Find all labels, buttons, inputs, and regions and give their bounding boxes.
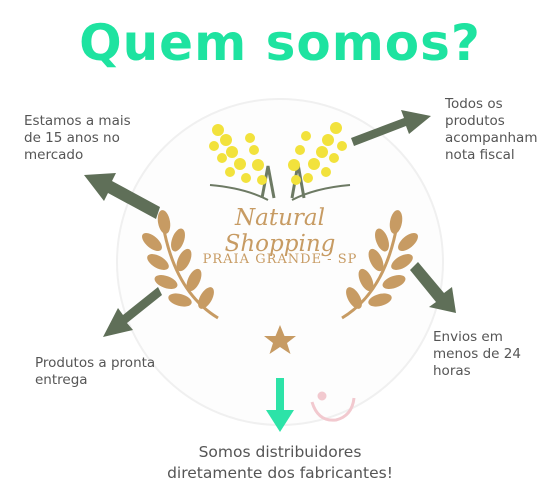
watermark-icon	[310, 391, 356, 422]
arrow-bottom-left-icon	[103, 287, 162, 337]
arrow-down-icon	[266, 378, 294, 432]
brand-location: PRAIA GRANDE - SP	[202, 252, 358, 267]
brand-name: Natural Shopping	[224, 205, 336, 257]
wheat-left-icon	[142, 210, 219, 320]
note-top-right: Todos os produtos acompanham nota fiscal	[445, 96, 538, 163]
note-top-left: Estamos a mais de 15 anos no mercado	[24, 113, 131, 163]
note-bottom-left: Produtos a pronta entrega	[35, 355, 156, 388]
flower-icon	[209, 122, 351, 201]
page-title: Quem somos?	[79, 14, 481, 72]
arrow-top-right-icon	[351, 110, 431, 146]
note-bottom-right: Envios em menos de 24 horas	[433, 329, 521, 379]
star-icon	[264, 325, 296, 354]
arrow-bottom-right-icon	[410, 262, 456, 313]
wheat-right-icon	[341, 210, 418, 320]
note-bottom-center: Somos distribuidores diretamente dos fab…	[167, 443, 393, 482]
arrow-top-left-icon	[84, 173, 160, 219]
